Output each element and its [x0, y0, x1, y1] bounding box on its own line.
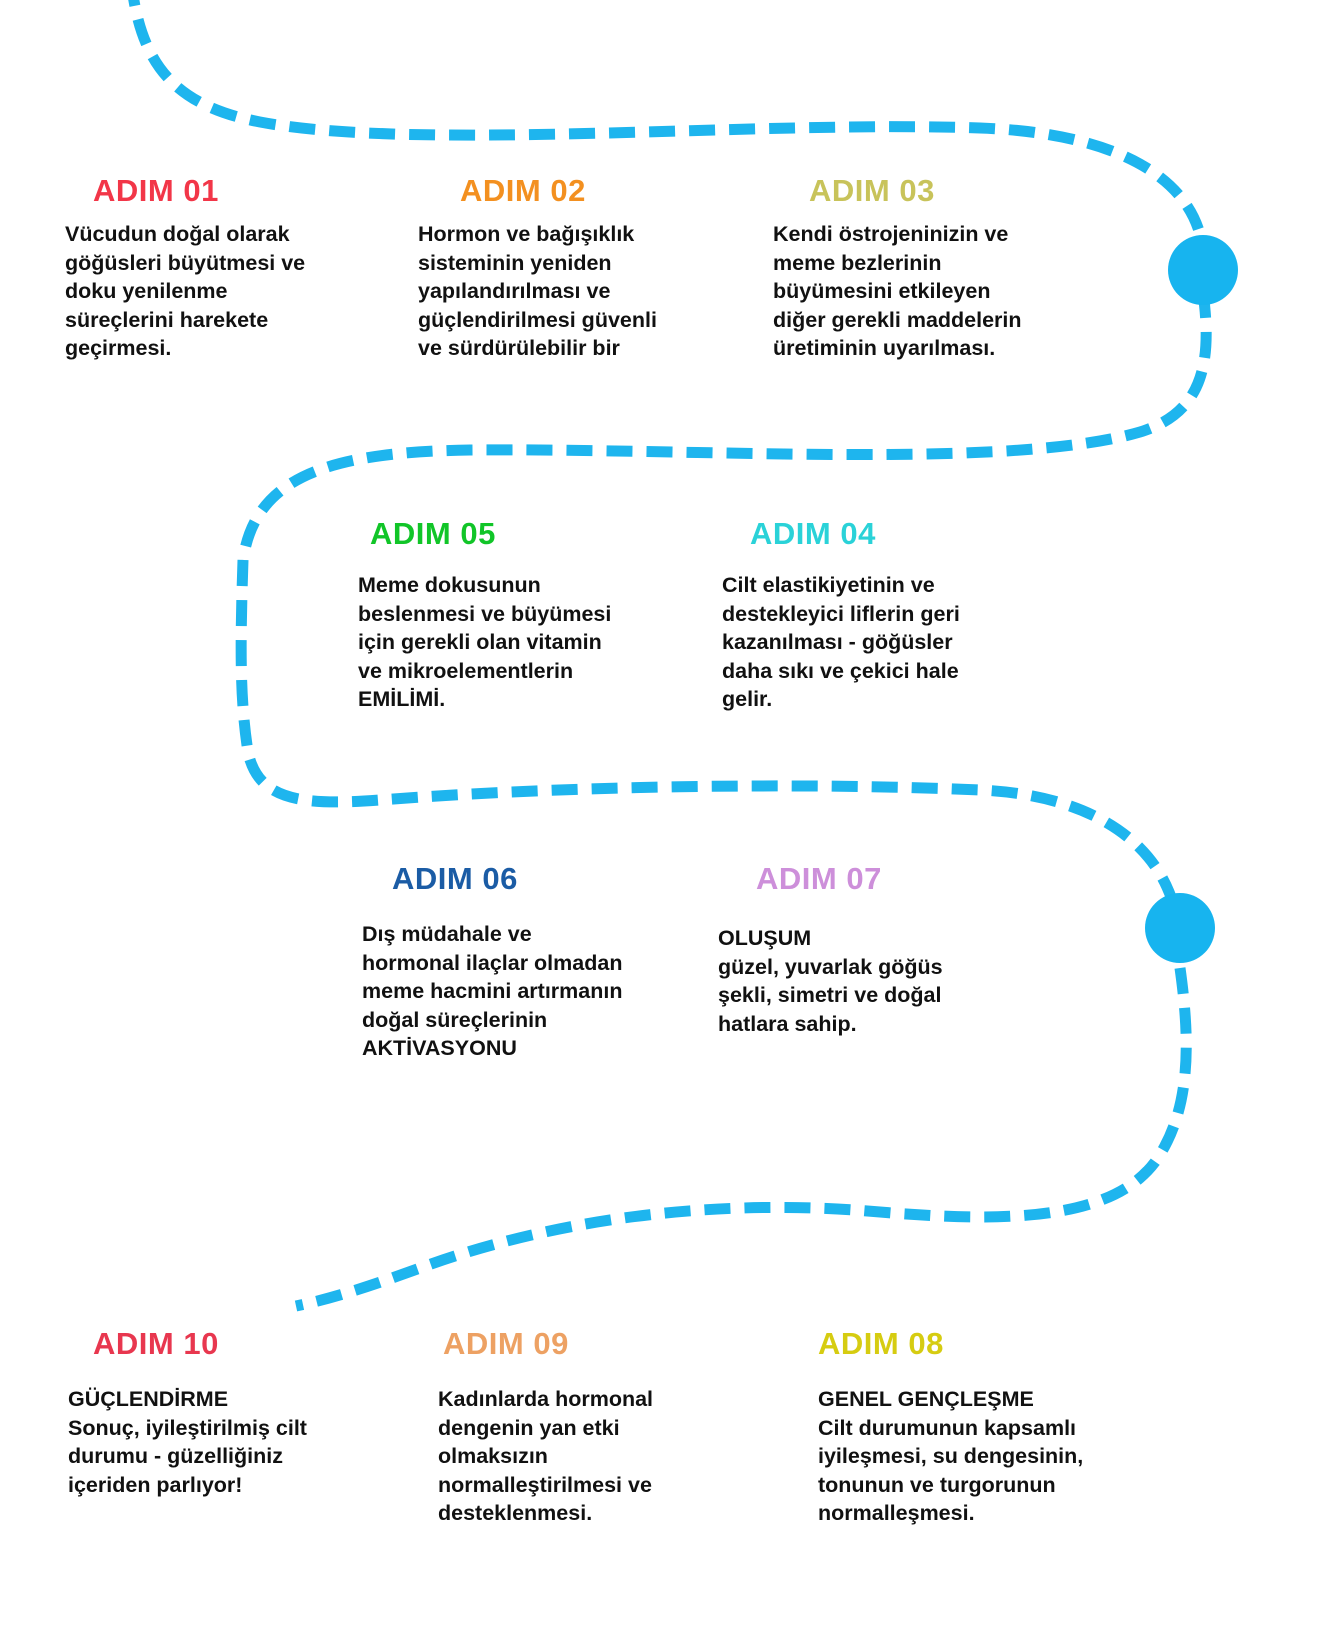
step-body-03: Kendi östrojeninizin ve meme bezlerinin …	[773, 222, 1022, 361]
step-title-08: ADIM 08	[818, 1326, 944, 1361]
step-body-06: Dış müdahale ve hormonal ilaçlar olmadan…	[362, 922, 623, 1061]
step-card-10: ADIM 10 GÜÇLENDİRME Sonuç, iyileştirilmi…	[68, 1328, 368, 1499]
step-title-05: ADIM 05	[370, 516, 496, 551]
step-title-10: ADIM 10	[93, 1326, 219, 1361]
path-marker-top	[1168, 235, 1238, 305]
step-title-02: ADIM 02	[460, 173, 586, 208]
step-title-09: ADIM 09	[443, 1326, 569, 1361]
step-body-10: GÜÇLENDİRME Sonuç, iyileştirilmiş cilt d…	[68, 1387, 307, 1497]
step-title-04: ADIM 04	[750, 516, 876, 551]
step-body-04: Cilt elastikiyetinin ve destekleyici lif…	[722, 573, 960, 712]
step-body-01: Vücudun doğal olarak göğüsleri büyütmesi…	[65, 222, 306, 361]
step-card-06: ADIM 06 Dış müdahale ve hormonal ilaçlar…	[362, 863, 662, 1063]
step-card-02: ADIM 02 Hormon ve bağışıklık sisteminin …	[418, 175, 718, 363]
step-title-03: ADIM 03	[809, 173, 935, 208]
step-title-07: ADIM 07	[756, 861, 882, 896]
step-card-08: ADIM 08 GENEL GENÇLEŞME Cilt durumunun k…	[818, 1328, 1138, 1528]
step-title-06: ADIM 06	[392, 861, 518, 896]
step-title-01: ADIM 01	[93, 173, 219, 208]
step-card-05: ADIM 05 Meme dokusunun beslenmesi ve büy…	[358, 518, 658, 714]
step-body-07: OLUŞUM güzel, yuvarlak göğüs şekli, sime…	[718, 926, 943, 1036]
step-body-05: Meme dokusunun beslenmesi ve büyümesi iç…	[358, 573, 612, 712]
step-body-08: GENEL GENÇLEŞME Cilt durumunun kapsamlı …	[818, 1387, 1084, 1526]
path-marker-bottom	[1145, 893, 1215, 963]
step-body-02: Hormon ve bağışıklık sisteminin yeniden …	[418, 222, 657, 361]
step-card-09: ADIM 09 Kadınlarda hormonal dengenin yan…	[438, 1328, 738, 1528]
step-card-04: ADIM 04 Cilt elastikiyetinin ve destekle…	[722, 518, 1022, 714]
step-card-03: ADIM 03 Kendi östrojeninizin ve meme bez…	[773, 175, 1093, 363]
step-body-09: Kadınlarda hormonal dengenin yan etki ol…	[438, 1387, 654, 1526]
step-card-07: ADIM 07 OLUŞUM güzel, yuvarlak göğüs şek…	[718, 863, 1018, 1038]
step-card-01: ADIM 01 Vücudun doğal olarak göğüsleri b…	[65, 175, 365, 363]
